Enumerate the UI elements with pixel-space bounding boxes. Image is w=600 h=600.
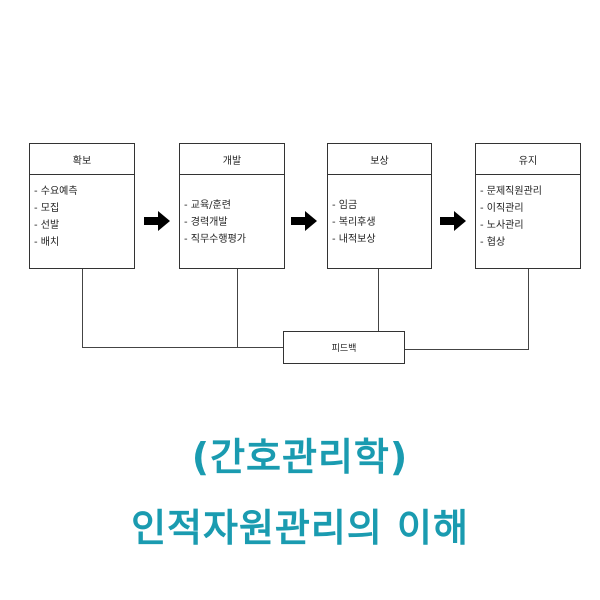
stage-item: - 경력개발	[184, 217, 228, 228]
connector-line-box3-down	[378, 268, 379, 331]
connector-line-box4-down	[528, 268, 529, 350]
stage-box-retention: 유지 - 문제직원관리 - 이직관리 - 노사관리 - 협상	[475, 143, 581, 269]
stage-title: 확보	[30, 144, 134, 175]
stage-item: - 모집	[34, 203, 60, 214]
stage-item: - 협상	[480, 237, 506, 248]
stage-item: - 이직관리	[480, 203, 524, 214]
stage-item: - 수요예측	[34, 186, 78, 197]
connector-line-box2-down	[237, 268, 238, 348]
arrow-right-icon	[291, 211, 317, 231]
stage-title: 유지	[476, 144, 580, 175]
connector-line-box1-down	[82, 268, 83, 348]
stage-item: - 교육/훈련	[184, 200, 231, 211]
stage-item: - 복리후생	[332, 217, 376, 228]
title-line-2: 인적자원관리의 이해	[131, 506, 469, 550]
stage-item: - 직무수행평가	[184, 234, 246, 245]
stage-item: - 문제직원관리	[480, 186, 542, 197]
stage-item: - 임금	[332, 200, 358, 211]
stage-title: 보상	[328, 144, 431, 175]
title-line-1: (간호관리학)	[191, 435, 409, 479]
arrow-right-icon	[440, 211, 466, 231]
arrow-right-icon	[144, 211, 170, 231]
feedback-box: 피드백	[283, 331, 405, 364]
connector-line-bottom-right	[405, 349, 529, 350]
stage-item: - 노사관리	[480, 220, 524, 231]
stage-box-development: 개발 - 교육/훈련 - 경력개발 - 직무수행평가	[179, 143, 285, 269]
stage-box-compensation: 보상 - 임금 - 복리후생 - 내적보상	[327, 143, 432, 269]
stage-item: - 선발	[34, 220, 60, 231]
stage-item: - 내적보상	[332, 234, 376, 245]
stage-title: 개발	[180, 144, 284, 175]
stage-box-acquisition: 확보 - 수요예측 - 모집 - 선발 - 배치	[29, 143, 135, 269]
connector-line-bottom-left	[82, 347, 283, 348]
stage-item: - 배치	[34, 237, 60, 248]
